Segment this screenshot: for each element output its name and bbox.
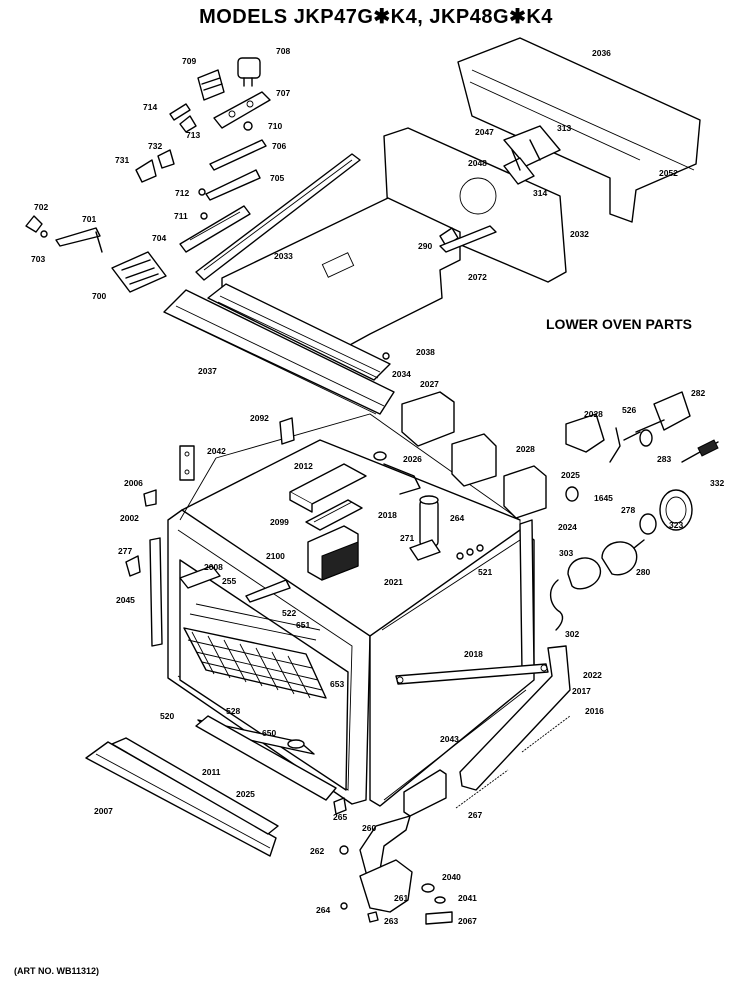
part-callout: 2040 <box>442 872 461 882</box>
part-callout: 2027 <box>420 379 439 389</box>
part-callout: 522 <box>282 608 296 618</box>
part-callout: 2045 <box>116 595 135 605</box>
part-callout: 290 <box>418 241 432 251</box>
part-callout: 2007 <box>94 806 113 816</box>
part-callout: 708 <box>276 46 290 56</box>
part-callout: 2041 <box>458 893 477 903</box>
part-callout: 260 <box>362 823 376 833</box>
part-callout: 262 <box>310 846 324 856</box>
part-callout: 264 <box>316 905 330 915</box>
callout-labels: 708 709 707 714 710 713 732 706 731 705 712 702 711 7… <box>31 46 724 926</box>
part-callout: 2042 <box>207 446 226 456</box>
part-callout: 2017 <box>572 686 591 696</box>
oven-body <box>125 391 605 817</box>
part-callout: 714 <box>143 102 157 112</box>
part-callout: 2008 <box>204 562 223 572</box>
part-callout: 2099 <box>270 517 289 527</box>
part-callout: 2002 <box>120 513 139 523</box>
section-label: LOWER OVEN PARTS <box>546 316 692 332</box>
part-callout: 713 <box>186 130 200 140</box>
part-callout: 2028 <box>584 409 603 419</box>
oven-rack <box>183 627 327 699</box>
part-callout: 2100 <box>266 551 285 561</box>
part-callout: 653 <box>330 679 344 689</box>
part-callout: 2092 <box>250 413 269 423</box>
part-callout: 2025 <box>236 789 255 799</box>
part-callout: 650 <box>262 728 276 738</box>
part-callout: 731 <box>115 155 129 165</box>
part-callout: 2028 <box>516 444 535 454</box>
part-callout: 265 <box>333 812 347 822</box>
part-callout: 303 <box>559 548 573 558</box>
part-callout: 651 <box>296 620 310 630</box>
part-callout: 2038 <box>416 347 435 357</box>
part-callout: 706 <box>272 141 286 151</box>
part-callout: 701 <box>82 214 96 224</box>
part-callout: 712 <box>175 188 189 198</box>
part-callout: 2022 <box>583 670 602 680</box>
part-callout: 707 <box>276 88 290 98</box>
top-shield-assembly <box>163 37 701 415</box>
art-number: (ART NO. WB11312) <box>14 966 100 976</box>
part-callout: 2052 <box>659 168 678 178</box>
part-callout: 2016 <box>585 706 604 716</box>
part-callout: 278 <box>621 505 635 515</box>
part-callout: 255 <box>222 576 236 586</box>
part-callout: 2026 <box>403 454 422 464</box>
part-callout: 2043 <box>440 734 459 744</box>
part-callout: 283 <box>657 454 671 464</box>
part-callout: 700 <box>92 291 106 301</box>
part-callout: 261 <box>394 893 408 903</box>
part-callout: 2072 <box>468 272 487 282</box>
part-callout: 711 <box>174 211 188 221</box>
lock-mechanism-parts <box>25 57 361 293</box>
part-callout: 705 <box>270 173 284 183</box>
part-callout: 709 <box>182 56 196 66</box>
part-callout: 2018 <box>378 510 397 520</box>
part-callout: 313 <box>557 123 571 133</box>
part-callout: 2025 <box>561 470 580 480</box>
part-callout: 710 <box>268 121 282 131</box>
part-callout: 2048 <box>468 158 487 168</box>
part-callout: 2024 <box>558 522 577 532</box>
page-title: MODELS JKP47G✱K4, JKP48G✱K4 <box>199 6 553 28</box>
light-sensor-parts <box>550 391 719 631</box>
part-callout: 280 <box>636 567 650 577</box>
part-callout: 277 <box>118 546 132 556</box>
part-callout: 2033 <box>274 251 293 261</box>
part-callout: 2036 <box>592 48 611 58</box>
hinge-parts <box>339 815 453 925</box>
part-callout: 521 <box>478 567 492 577</box>
part-callout: 2037 <box>198 366 217 376</box>
part-callout: 332 <box>710 478 724 488</box>
part-callout: 267 <box>468 810 482 820</box>
part-callout: 2006 <box>124 478 143 488</box>
part-callout: 526 <box>622 405 636 415</box>
part-callout: 1645 <box>594 493 613 503</box>
part-callout: 702 <box>34 202 48 212</box>
part-callout: 2047 <box>475 127 494 137</box>
part-callout: 2034 <box>392 369 411 379</box>
part-callout: 2012 <box>294 461 313 471</box>
part-callout: 264 <box>450 513 464 523</box>
part-callout: 2067 <box>458 916 477 926</box>
part-callout: 314 <box>533 188 547 198</box>
part-callout: 2011 <box>202 767 221 777</box>
part-callout: 271 <box>400 533 414 543</box>
part-callout: 263 <box>384 916 398 926</box>
bottom-trim <box>85 737 279 857</box>
part-callout: 520 <box>160 711 174 721</box>
part-callout: 323 <box>669 520 683 530</box>
part-callout: 2032 <box>570 229 589 239</box>
part-callout: 2018 <box>464 649 483 659</box>
part-callout: 703 <box>31 254 45 264</box>
part-callout: 282 <box>691 388 705 398</box>
part-callout: 302 <box>565 629 579 639</box>
part-callout: 732 <box>148 141 162 151</box>
part-callout: 528 <box>226 706 240 716</box>
part-callout: 704 <box>152 233 166 243</box>
part-callout: 2021 <box>384 577 403 587</box>
